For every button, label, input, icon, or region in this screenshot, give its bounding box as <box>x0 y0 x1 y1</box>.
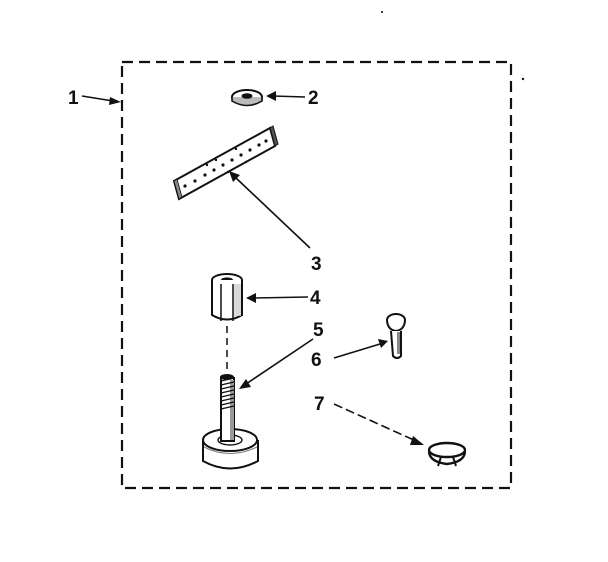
callout-5: 5 <box>239 320 324 389</box>
callout-6-label: 6 <box>311 350 322 371</box>
callout-7: 7 <box>314 394 424 445</box>
callout-3: 3 <box>229 171 322 275</box>
callout-6: 6 <box>311 339 388 371</box>
bolt <box>386 313 406 359</box>
callout-2-label: 2 <box>308 88 319 109</box>
spring-clip <box>427 441 467 467</box>
callout-4: 4 <box>246 288 321 309</box>
callout-2: 2 <box>266 88 319 109</box>
speck <box>381 11 383 13</box>
washer <box>231 89 263 107</box>
callout-7-label: 7 <box>314 394 325 415</box>
callout-1: 1 <box>68 88 121 109</box>
speck <box>521 77 525 81</box>
callout-5-label: 5 <box>313 320 324 341</box>
leveling-leg <box>202 374 259 470</box>
hex-coupling-nut <box>211 273 243 321</box>
kit-boundary <box>120 60 513 490</box>
perforated-strap <box>172 125 279 201</box>
callout-3-label: 3 <box>311 254 322 275</box>
callout-4-label: 4 <box>310 288 321 309</box>
callout-1-label: 1 <box>68 88 79 109</box>
